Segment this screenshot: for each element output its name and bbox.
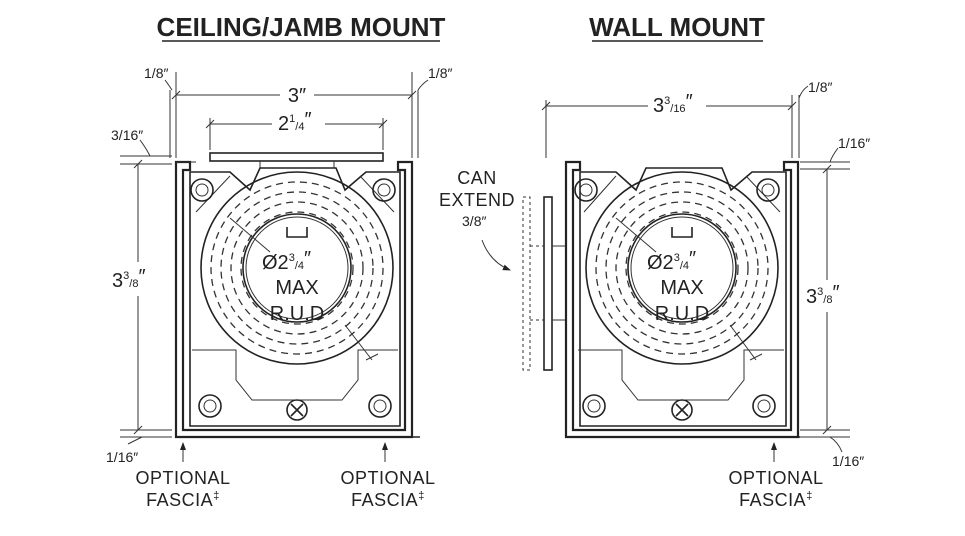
right-height-dimension: 33/8″: [806, 164, 840, 435]
svg-text:1/16″: 1/16″: [838, 135, 870, 151]
svg-text:1/8″: 1/8″: [428, 65, 452, 81]
wall-mount-title: WALL MOUNT: [589, 12, 765, 42]
left-rud-diameter: Ø23/4″: [262, 248, 311, 274]
left-fascia-label-2: FASCIA‡: [146, 490, 220, 510]
right-top-eighth: 1/8″: [798, 79, 832, 158]
can-extend-line1: CAN: [457, 168, 497, 188]
left-top-right-eighth: 1/8″: [417, 65, 452, 158]
left-top-left-eighth: 1/8″: [144, 65, 173, 158]
right-rud-diameter: Ø23/4″: [647, 248, 696, 274]
right-bottom-sixteenth: 1/16″: [800, 429, 864, 469]
left-fascia-label-1: OPTIONAL: [135, 468, 230, 488]
svg-text:3/16″: 3/16″: [111, 127, 143, 143]
can-extend-line2: EXTEND: [439, 190, 515, 210]
svg-text:1/16″: 1/16″: [106, 449, 138, 465]
can-extend-fraction: 3/8″: [462, 213, 486, 229]
svg-text:1/16″: 1/16″: [832, 453, 864, 469]
left-side-top-sixteenth: 3/16″: [111, 127, 172, 165]
ceiling-jamb-cassette: [174, 152, 420, 439]
left-fascia-right-label-2: FASCIA‡: [351, 490, 425, 510]
svg-text:33/8″: 33/8″: [806, 282, 840, 308]
right-fascia-label-2: FASCIA‡: [739, 490, 813, 510]
left-fascia-right-label-1: OPTIONAL: [340, 468, 435, 488]
svg-text:33/8″: 33/8″: [112, 266, 146, 292]
svg-text:33/16″: 33/16″: [653, 91, 693, 117]
left-height-dimension: 33/8″: [112, 159, 146, 435]
wall-bracket: [522, 196, 566, 371]
right-rud-label: R.U.D: [655, 303, 709, 325]
right-width-dimension: 33/16″: [541, 91, 797, 158]
svg-text:1/8″: 1/8″: [144, 65, 168, 81]
right-fascia-label-1: OPTIONAL: [728, 468, 823, 488]
left-rud-max: MAX: [275, 277, 318, 299]
left-bottom-sixteenth: 1/16″: [106, 429, 172, 465]
svg-text:21/4″: 21/4″: [278, 109, 312, 135]
right-rud-max: MAX: [660, 277, 703, 299]
left-rud-label: R.U.D: [270, 303, 324, 325]
left-inner-width-dimension: 21/4″: [205, 109, 388, 150]
right-side-top-sixteenth: 1/16″: [800, 135, 870, 170]
left-width-dimension: 3″: [171, 72, 417, 158]
ceiling-jamb-mount-title: CEILING/JAMB MOUNT: [157, 12, 446, 42]
svg-text:3″: 3″: [288, 85, 306, 107]
wall-mount-cassette: [564, 160, 800, 439]
svg-text:1/8″: 1/8″: [808, 79, 832, 95]
